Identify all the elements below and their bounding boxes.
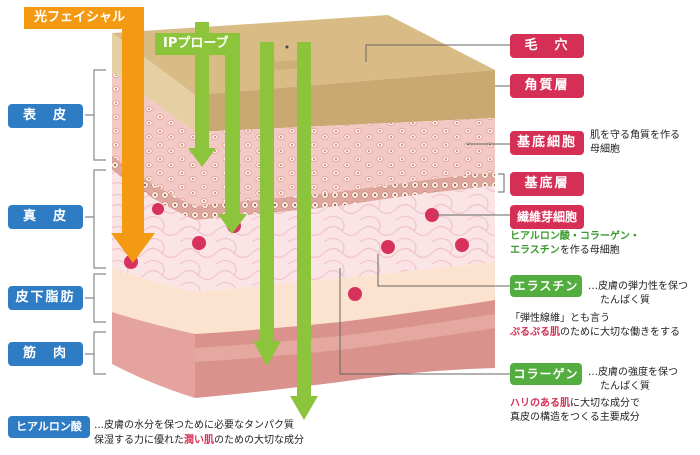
bracket-fat — [85, 273, 106, 323]
fibroblast-desc-2: エラスチンを作る母細胞 — [510, 244, 620, 258]
collagen-desc-4: 真皮の構造をつくる主要成分 — [510, 412, 640, 423]
label-pore: 毛 穴 — [510, 34, 584, 58]
photo-facial-head — [111, 233, 155, 263]
hyaluronic-desc-2: 保湿する力に優れた潤い肌のための大切な成分 — [94, 434, 304, 448]
label-hyaluronic-acid: ヒアルロン酸 — [8, 416, 90, 438]
green-arrow-deep-shaft — [297, 42, 311, 397]
fibroblast-cell — [192, 236, 206, 250]
photo-facial-shaft — [122, 7, 144, 233]
leader-pore — [365, 44, 510, 62]
left-brackets — [85, 69, 106, 375]
hyaluronic-desc-highlight: 潤い肌 — [184, 435, 214, 446]
label-basal-layer: 基底層 — [510, 172, 584, 196]
green-arrow-deep-head — [290, 396, 318, 420]
green-arrow-short-shaft — [195, 22, 209, 149]
fibroblast-cell — [381, 240, 395, 254]
collagen-desc-3: ハリのある肌に大切な成分で — [510, 397, 640, 411]
pore-dot — [285, 45, 289, 49]
photo-facial-label: 光フェイシャル — [34, 10, 126, 25]
photo-facial-arrow — [24, 7, 155, 263]
collagen-desc-2: たんぱく質 — [600, 381, 650, 392]
ip-probe-head — [218, 214, 247, 234]
elastin-desc-rest: のために大切な働きをする — [560, 327, 680, 338]
hyaluronic-desc-1: …皮膚の水分を保つために必要なタンパク質 — [94, 420, 294, 431]
fibroblast-cell — [348, 287, 362, 301]
green-arrow-deep — [290, 42, 318, 420]
leader-collagen — [339, 268, 510, 375]
fibroblast-desc-rest: を作る母細胞 — [559, 245, 620, 256]
fibroblast-desc-elastin: エラスチン — [510, 245, 560, 256]
collagen-desc-highlight: ハリのある肌 — [510, 398, 570, 409]
basal-cell-desc-2: 母細胞 — [590, 144, 620, 155]
leader-elastin — [377, 254, 510, 287]
ip-probe-shaft — [225, 33, 240, 216]
elastin-desc-3: 「弾性線維」とも言う — [510, 313, 610, 324]
collagen-desc-rest: に大切な成分で — [570, 398, 640, 409]
ip-probe-label: IPプローブ — [163, 36, 229, 51]
collagen-desc-1: …皮膚の強度を保つ — [588, 367, 678, 378]
green-arrow-muscle — [253, 42, 281, 366]
label-stratum-corneum: 角質層 — [510, 74, 584, 98]
elastin-desc-1: …皮膚の弾力性を保つ — [588, 281, 688, 292]
fibroblast-desc-1: ヒアルロン酸・コラーゲン・ — [510, 231, 640, 242]
elastin-desc-2: たんぱく質 — [600, 295, 650, 306]
photo-facial-bar — [24, 7, 144, 29]
hyaluronic-desc-a: 保湿する力に優れた — [94, 435, 184, 446]
fibroblast-cell — [152, 203, 164, 215]
basal-cell-desc-1: 肌を守る角質を作る — [590, 130, 680, 141]
fibroblast-cell — [455, 238, 469, 252]
label-collagen: コラーゲン — [510, 363, 582, 385]
green-arrow-muscle-head — [253, 341, 281, 366]
label-dermis: 真 皮 — [8, 205, 83, 229]
leader-basal-layer — [498, 173, 505, 193]
label-epidermis: 表 皮 — [8, 104, 83, 128]
label-basal-cell: 基底細胞 — [510, 131, 584, 155]
right-leaders — [339, 44, 510, 375]
label-elastin: エラスチン — [510, 275, 582, 297]
fibroblast-cell — [425, 208, 439, 222]
front-muscle — [112, 312, 195, 398]
elastin-desc-highlight: ぷるぷる肌 — [510, 327, 560, 338]
bracket-epidermis — [85, 69, 106, 161]
bracket-dermis — [85, 169, 106, 269]
label-fibroblast: 繊維芽細胞 — [510, 205, 584, 229]
label-subcutaneous-fat: 皮下脂肪 — [8, 286, 83, 310]
label-muscle: 筋 肉 — [8, 342, 83, 366]
green-arrow-muscle-shaft — [260, 42, 274, 342]
front-fat — [112, 268, 195, 334]
green-arrow-short-head — [188, 148, 216, 167]
green-arrow-short — [188, 22, 216, 167]
hyaluronic-desc-c: のための大切な成分 — [214, 435, 304, 446]
bracket-muscle — [85, 331, 106, 375]
elastin-desc-4: ぷるぷる肌のために大切な働きをする — [510, 326, 680, 340]
